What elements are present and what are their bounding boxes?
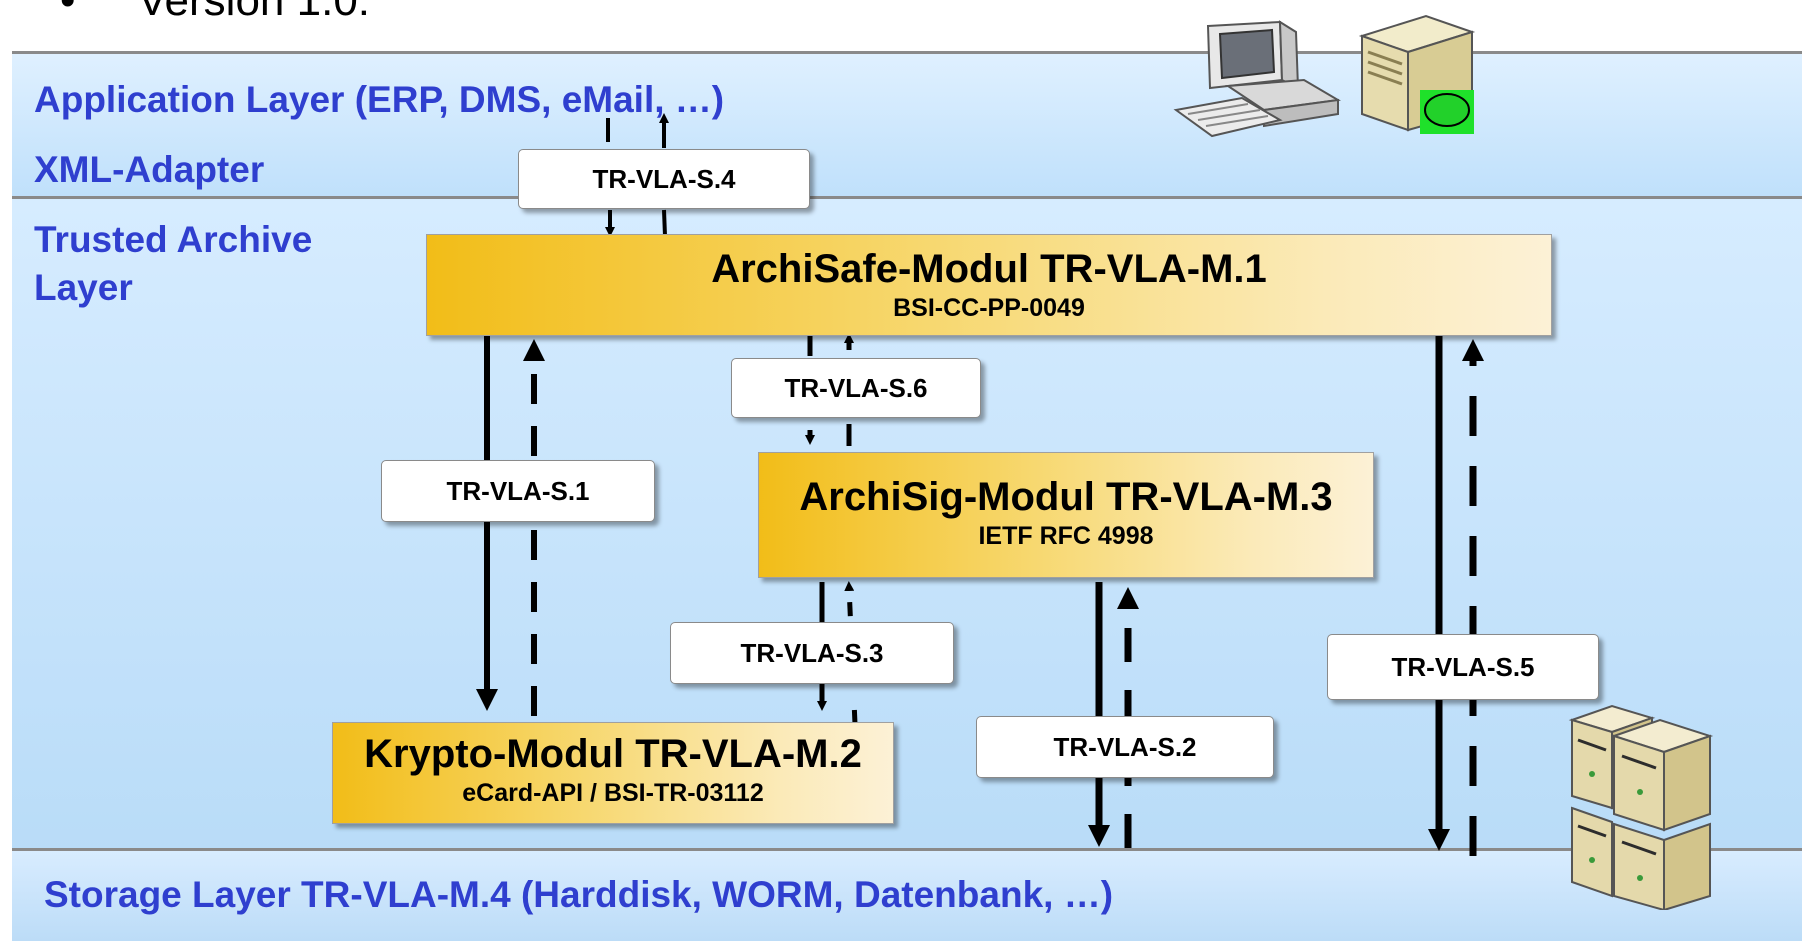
krypto-subtitle: eCard-API / BSI-TR-03112 xyxy=(462,779,764,807)
interface-label-s3: TR-VLA-S.3 xyxy=(670,622,954,684)
s4-up-bottom xyxy=(662,209,667,237)
application-layer-title: Application Layer (ERP, DMS, eMail, …) xyxy=(34,79,725,120)
interface-label-s4: TR-VLA-S.4 xyxy=(518,149,810,209)
krypto-title: Krypto-Modul TR-VLA-M.2 xyxy=(364,732,862,776)
archisig-title: ArchiSig-Modul TR-VLA-M.3 xyxy=(799,475,1333,519)
archisig-subtitle: IETF RFC 4998 xyxy=(978,522,1154,550)
interface-label-s6: TR-VLA-S.6 xyxy=(731,358,981,418)
interface-label-s5: TR-VLA-S.5 xyxy=(1327,634,1599,700)
s3-up-arrow xyxy=(844,581,858,725)
tower-server-icon xyxy=(1358,14,1476,134)
trusted-archive-title-line1: Trusted Archive xyxy=(34,219,313,260)
storage-layer-band xyxy=(12,848,1802,941)
archisig-module: ArchiSig-Modul TR-VLA-M.3 IETF RFC 4998 xyxy=(758,452,1374,578)
trusted-archive-title-line2: Layer xyxy=(34,267,133,308)
archisafe-module: ArchiSafe-Modul TR-VLA-M.1 BSI-CC-PP-004… xyxy=(426,234,1552,336)
archisafe-title: ArchiSafe-Modul TR-VLA-M.1 xyxy=(711,247,1267,291)
storage-layer-title: Storage Layer TR-VLA-M.4 (Harddisk, WORM… xyxy=(44,874,1114,915)
header-text: Version 1.0: xyxy=(137,0,371,25)
page-header: • Version 1.0: xyxy=(60,0,370,26)
interface-label-s2: TR-VLA-S.2 xyxy=(976,716,1274,778)
xml-adapter-title: XML-Adapter xyxy=(34,149,265,190)
interface-label-s1: TR-VLA-S.1 xyxy=(381,460,655,522)
archisafe-subtitle: BSI-CC-PP-0049 xyxy=(893,294,1085,322)
application-layer-band xyxy=(12,51,1802,199)
krypto-module: Krypto-Modul TR-VLA-M.2 eCard-API / BSI-… xyxy=(332,722,894,824)
bullet: • xyxy=(60,0,76,25)
server-stack-icon xyxy=(1568,704,1714,910)
desktop-computer-icon xyxy=(1173,20,1341,138)
